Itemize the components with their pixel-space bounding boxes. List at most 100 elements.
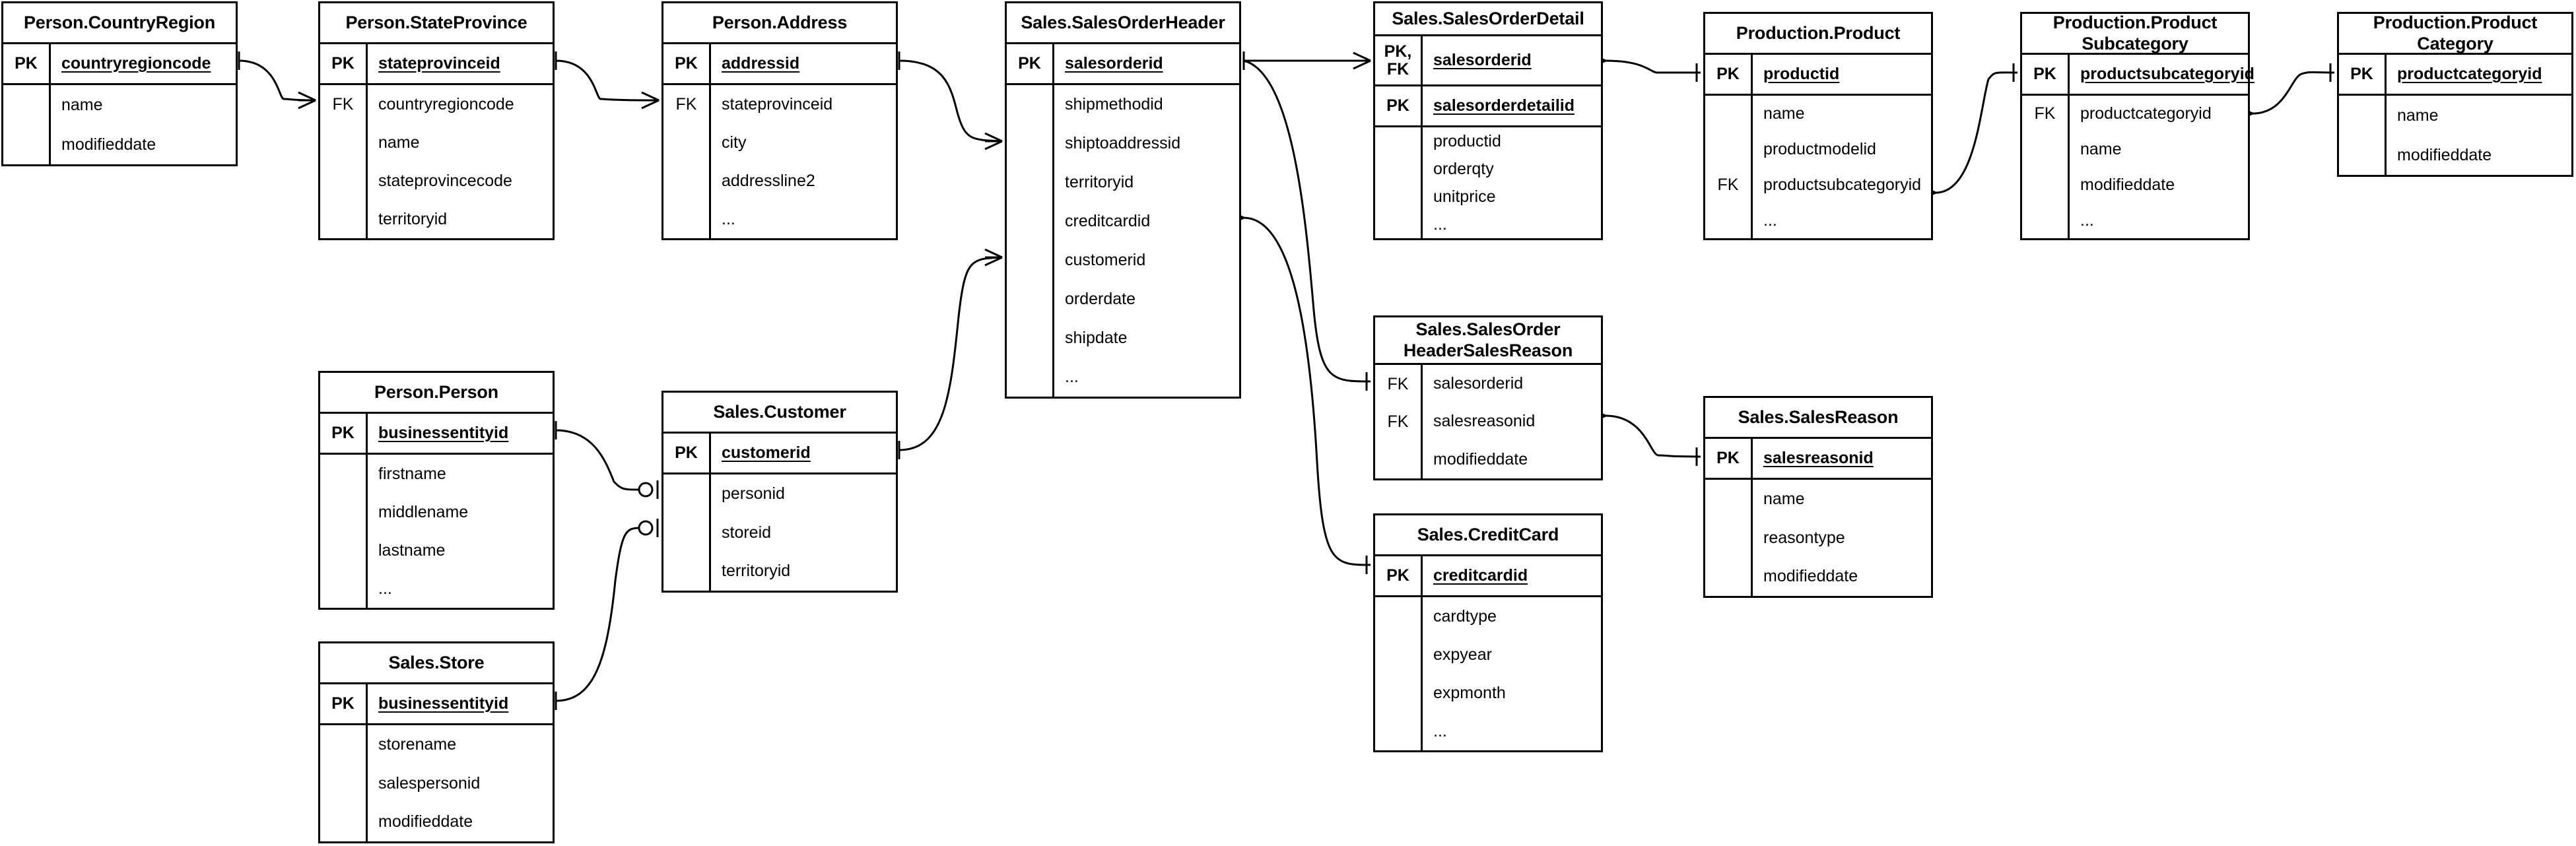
attribute-row[interactable]: name: [1705, 480, 1931, 519]
attribute-row[interactable]: cardtype: [1375, 597, 1601, 635]
attribute-row[interactable]: productid: [1375, 127, 1601, 155]
attribute-row[interactable]: city: [663, 123, 896, 162]
attribute-row[interactable]: expmonth: [1375, 674, 1601, 712]
attribute-row[interactable]: lastname: [320, 531, 553, 569]
attribute-name: modifieddate: [2080, 175, 2175, 194]
attribute-row[interactable]: middlename: [320, 493, 553, 531]
attribute-row[interactable]: ...: [2022, 203, 2248, 238]
attribute-row[interactable]: unitprice: [1375, 183, 1601, 211]
attribute-row[interactable]: modifieddate: [2339, 135, 2571, 175]
attribute-row[interactable]: ...: [1007, 358, 1239, 397]
attribute-row[interactable]: productmodelid: [1705, 131, 1931, 167]
attribute-row[interactable]: shipmethodid: [1007, 85, 1239, 124]
attribute-row[interactable]: territoryid: [1007, 163, 1239, 202]
attribute-row[interactable]: territoryid: [663, 552, 896, 591]
attribute-row[interactable]: ...: [1375, 211, 1601, 238]
attribute-row[interactable]: ...: [1705, 203, 1931, 238]
attribute-row[interactable]: shiptoaddressid: [1007, 124, 1239, 163]
attribute-row[interactable]: ...: [663, 200, 896, 238]
attribute-row[interactable]: ...: [1375, 712, 1601, 750]
attribute-row[interactable]: customerid: [1007, 241, 1239, 280]
attribute-row[interactable]: territoryid: [320, 200, 553, 238]
attribute-row[interactable]: modifieddate: [320, 802, 553, 842]
attribute-row[interactable]: modifieddate: [3, 125, 236, 164]
attribute-key-badge: [2022, 167, 2070, 203]
entity-title: Person.Person: [320, 373, 553, 414]
attribute-row[interactable]: modifieddate: [2022, 167, 2248, 203]
attribute-row[interactable]: modifieddate: [1375, 440, 1601, 478]
attribute-key-badge: [1007, 163, 1054, 202]
attribute-row[interactable]: reasontype: [1705, 518, 1931, 558]
attribute-row[interactable]: orderdate: [1007, 280, 1239, 319]
attribute-row[interactable]: name: [1705, 96, 1931, 131]
attribute-key-badge: [1375, 440, 1423, 478]
attribute-row[interactable]: storeid: [663, 513, 896, 552]
attribute-row[interactable]: name: [320, 123, 553, 162]
attribute-key-badge: [663, 552, 711, 591]
attribute-row[interactable]: addressline2: [663, 162, 896, 200]
attribute-name: productid: [1433, 131, 1501, 150]
attribute-name: name: [1763, 104, 1805, 123]
attribute-row[interactable]: stateprovincecode: [320, 162, 553, 200]
attribute-row[interactable]: expyear: [1375, 635, 1601, 674]
attribute-row[interactable]: ...: [320, 569, 553, 608]
attribute-row[interactable]: salespersonid: [320, 764, 553, 803]
attribute-row[interactable]: name: [3, 85, 236, 125]
attribute-name: ...: [1433, 721, 1447, 740]
edge-subcategory-category: [2252, 71, 2335, 115]
attribute-row[interactable]: name: [2339, 96, 2571, 135]
attribute-row[interactable]: modifieddate: [1705, 557, 1931, 597]
attribute-key-badge: [663, 474, 711, 513]
attribute-key-badge: [1705, 131, 1753, 167]
attribute-row[interactable]: shipdate: [1007, 319, 1239, 358]
attribute-row[interactable]: storename: [320, 725, 553, 764]
attribute-row[interactable]: firstname: [320, 455, 553, 493]
attribute-row[interactable]: creditcardid: [1007, 202, 1239, 241]
attribute-key-badge: PK: [2022, 55, 2070, 94]
attribute-row[interactable]: personid: [663, 474, 896, 513]
attribute-key-badge: [1705, 203, 1753, 238]
attribute-row[interactable]: orderqty: [1375, 155, 1601, 183]
attribute-row[interactable]: name: [2022, 131, 2248, 167]
